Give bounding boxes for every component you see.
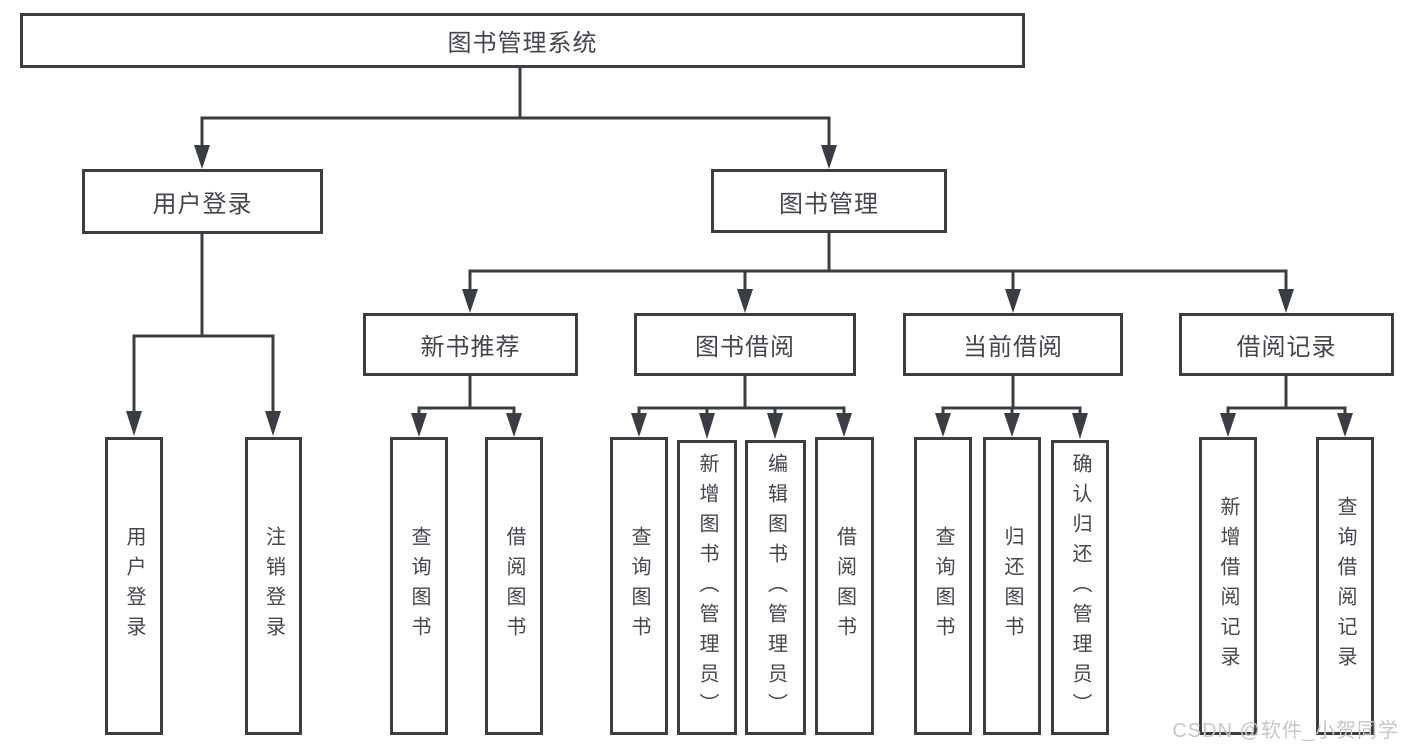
node-borrowing-records-label: 借阅记录: [1236, 334, 1337, 361]
leaf-edit-book-admin-label: 编辑图书（管理员）: [764, 452, 787, 723]
connector-new-book-to-leaves: [417, 374, 516, 417]
node-book-management: 图书管理: [711, 169, 947, 233]
node-library-system-label: 图书管理系统: [447, 30, 598, 57]
leaf-logout-label: 注销登录: [262, 526, 285, 646]
arrowhead: [1004, 413, 1020, 437]
arrowhead: [506, 413, 522, 437]
arrowhead: [631, 413, 647, 437]
arrowhead: [935, 413, 951, 437]
arrowhead: [411, 413, 427, 437]
leaf-return-books: 归还图书: [983, 437, 1041, 735]
arrowhead: [821, 145, 837, 169]
arrowhead: [836, 413, 852, 437]
leaf-borrow-books-recommend-label: 借阅图书: [503, 526, 525, 646]
leaf-add-borrow-record-label: 新增借阅记录: [1217, 496, 1239, 676]
leaf-query-books-current: 查询图书: [914, 437, 972, 735]
arrowhead: [1072, 413, 1088, 439]
leaf-query-books-borrow: 查询图书: [610, 437, 668, 735]
leaf-add-book-admin: 新增图书（管理员）: [677, 440, 737, 735]
node-current-borrowing: 当前借阅: [903, 313, 1123, 376]
arrowhead: [265, 411, 281, 436]
arrowhead: [194, 145, 210, 169]
node-new-book-recommend-label: 新书推荐: [420, 334, 521, 361]
leaf-query-books-borrow-label: 查询图书: [628, 526, 650, 646]
node-book-management-label: 图书管理: [779, 190, 879, 218]
leaf-borrow-books-label: 借阅图书: [833, 526, 856, 646]
arrowhead: [1337, 413, 1353, 437]
arrowhead: [737, 289, 753, 313]
leaf-confirm-return-admin-label: 确认归还（管理员）: [1069, 452, 1091, 723]
connector-user-login-to-leaves: [132, 232, 275, 416]
connector-book-mgmt-to-level3: [468, 231, 1288, 294]
leaf-user-login-label: 用户登录: [123, 526, 145, 646]
leaf-query-books-recommend: 查询图书: [390, 437, 448, 735]
leaf-user-login: 用户登录: [105, 437, 163, 735]
arrowhead: [699, 413, 715, 439]
leaf-add-book-admin-label: 新增图书（管理员）: [696, 452, 718, 723]
arrowhead: [1278, 289, 1294, 313]
leaf-logout: 注销登录: [245, 437, 302, 735]
leaf-return-books-label: 归还图书: [1001, 526, 1023, 646]
leaf-query-borrow-record: 查询借阅记录: [1316, 437, 1374, 735]
arrowhead: [126, 411, 142, 436]
connector-book-borrow-to-leaves: [637, 374, 846, 417]
leaf-borrow-books-recommend: 借阅图书: [485, 437, 543, 735]
leaf-query-books-current-label: 查询图书: [932, 526, 954, 646]
node-current-borrowing-label: 当前借阅: [963, 334, 1063, 361]
node-borrowing-records: 借阅记录: [1179, 313, 1394, 376]
arrowhead: [767, 413, 783, 439]
leaf-edit-book-admin: 编辑图书（管理员）: [745, 440, 806, 735]
node-user-login: 用户登录: [82, 169, 323, 234]
leaf-add-borrow-record: 新增借阅记录: [1199, 437, 1257, 735]
leaf-confirm-return-admin: 确认归还（管理员）: [1051, 440, 1109, 735]
connector-root-to-level2: [200, 66, 831, 150]
leaf-query-borrow-record-label: 查询借阅记录: [1334, 496, 1356, 676]
node-book-borrowing-label: 图书借阅: [695, 334, 795, 361]
node-library-system: 图书管理系统: [20, 13, 1025, 68]
node-book-borrowing: 图书借阅: [634, 313, 856, 376]
arrowhead: [1220, 413, 1236, 437]
node-user-login-label: 用户登录: [152, 191, 253, 218]
arrowhead: [462, 289, 478, 313]
node-new-book-recommend: 新书推荐: [363, 313, 578, 376]
csdn-watermark: CSDN @软件_小贺同学: [1172, 720, 1399, 742]
arrowhead: [1005, 289, 1021, 313]
leaf-borrow-books: 借阅图书: [815, 437, 874, 735]
leaf-query-books-recommend-label: 查询图书: [408, 526, 430, 646]
connector-records-to-leaves: [1226, 374, 1347, 417]
connector-current-borrow-to-leaves: [941, 374, 1082, 417]
